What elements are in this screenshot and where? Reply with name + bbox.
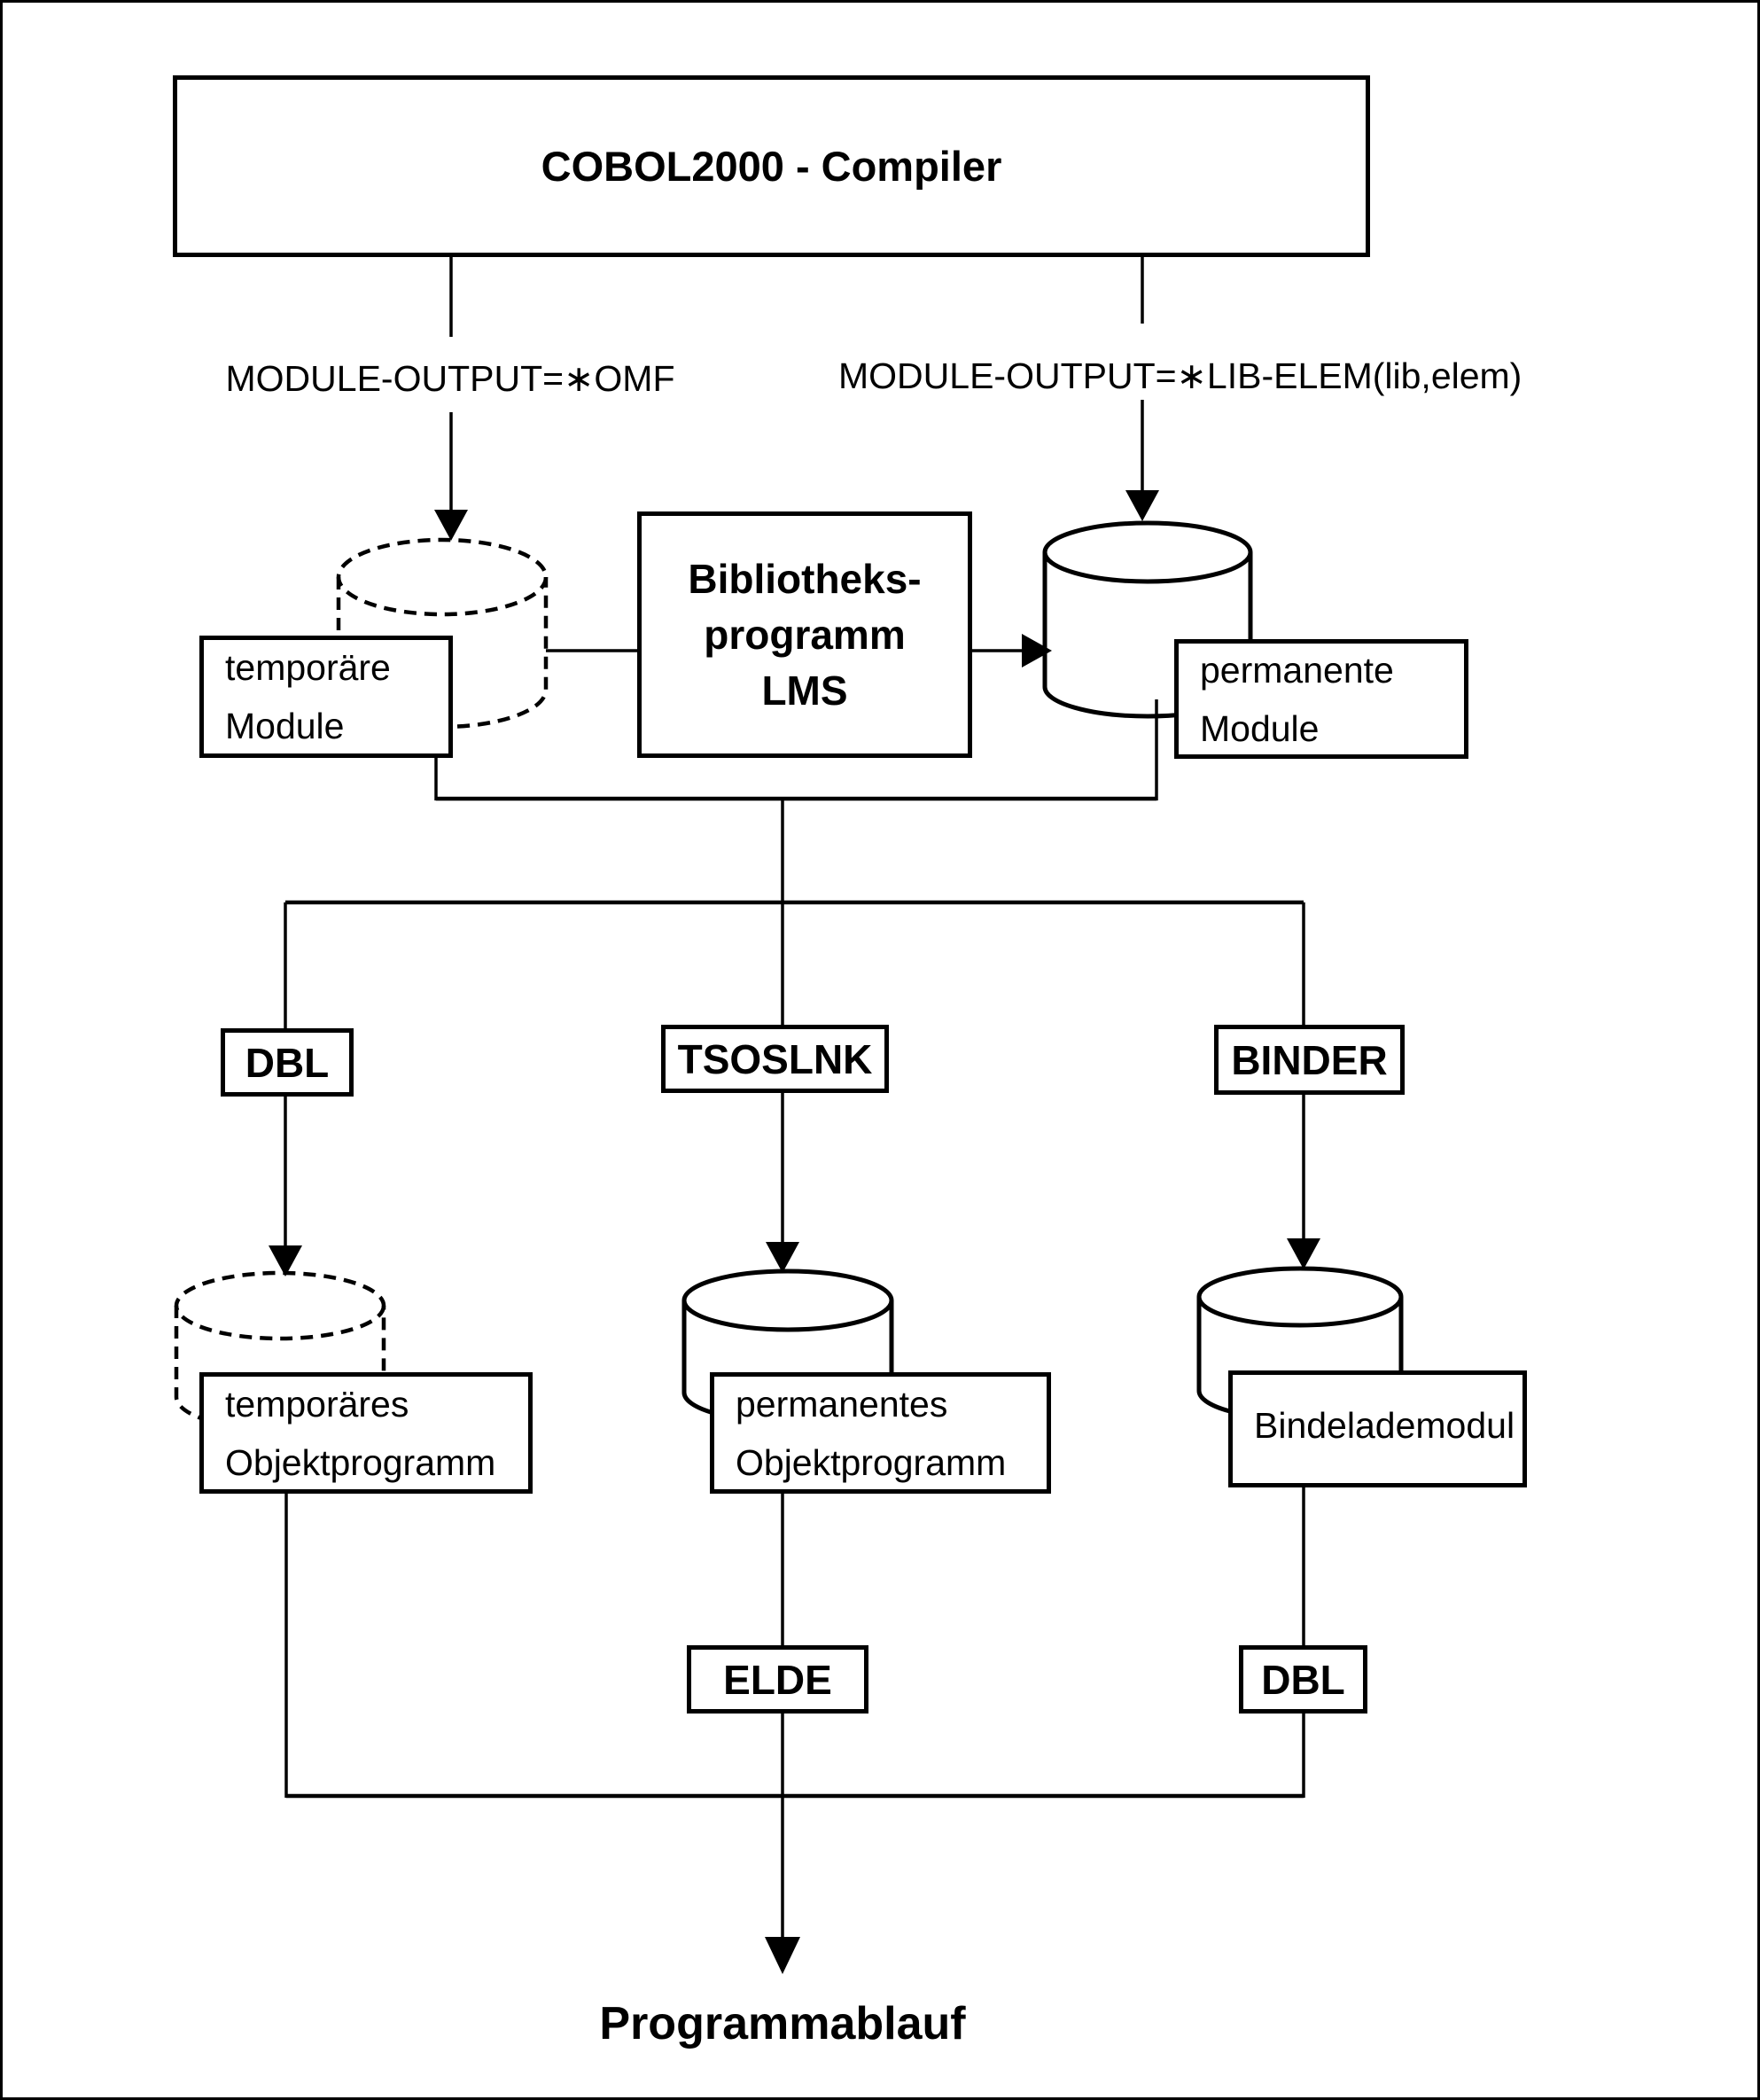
perm-object-line1: permanentes [736, 1383, 948, 1425]
load-module-box: Bindelademodul [1228, 1370, 1527, 1487]
temp-modules-line2: Module [225, 706, 345, 746]
tsoslnk-label: TSOSLNK [677, 1035, 873, 1082]
perm-object-box: permanentes Objektprogramm [710, 1372, 1051, 1494]
diagram-connectors [174, 257, 1404, 1974]
arrow-binder-head-icon [1287, 1238, 1320, 1269]
temp-modules-line1: temporäre [225, 647, 391, 688]
perm-object-line2: Objektprogramm [736, 1441, 1007, 1483]
perm-modules-box: permanente Module [1174, 639, 1468, 759]
programmablauf-label: Programmablauf [599, 1998, 966, 2049]
temp-modules-box: temporäre Module [199, 636, 453, 758]
arrow-omf-head-icon [434, 510, 468, 541]
dbl-bottom-box: DBL [1239, 1645, 1367, 1714]
module-output-omf-label: MODULE-OUTPUT=∗OMF [225, 358, 675, 399]
arrow-result-head-icon [765, 1937, 800, 1974]
binder-box: BINDER [1214, 1025, 1405, 1095]
dbl-label: DBL [245, 1039, 330, 1086]
dbl-box: DBL [221, 1028, 354, 1097]
temp-object-line1: temporäres [225, 1383, 409, 1425]
binder-label: BINDER [1231, 1036, 1388, 1083]
temp-object-line2: Objektprogramm [225, 1441, 496, 1483]
lms-line3: LMS [761, 667, 848, 714]
arrow-dbl-head-icon [269, 1245, 302, 1276]
perm-modules-line1: permanente [1200, 649, 1394, 691]
temp-object-box: temporäres Objektprogramm [199, 1372, 533, 1494]
lms-line2: programm [704, 611, 906, 658]
module-output-lib-elem-label: MODULE-OUTPUT=∗LIB-ELEM(lib,elem) [838, 355, 1522, 396]
arrow-lms-permmod-head-icon [1022, 634, 1052, 667]
arrow-tsoslnk-head-icon [766, 1242, 799, 1273]
compiler-title: COBOL2000 - Compiler [541, 143, 1002, 190]
lms-box: Bibliotheks- programm LMS [637, 511, 972, 758]
load-module-line1: Bindelademodul [1254, 1405, 1515, 1446]
elde-box: ELDE [687, 1645, 868, 1714]
compiler-box: COBOL2000 - Compiler [173, 75, 1370, 257]
dbl-bottom-label: DBL [1261, 1656, 1345, 1703]
tsoslnk-box: TSOSLNK [661, 1025, 889, 1093]
arrow-libelem-head-icon [1125, 490, 1159, 521]
elde-label: ELDE [723, 1656, 832, 1703]
lms-line1: Bibliotheks- [688, 555, 922, 602]
perm-modules-line2: Module [1200, 707, 1320, 749]
